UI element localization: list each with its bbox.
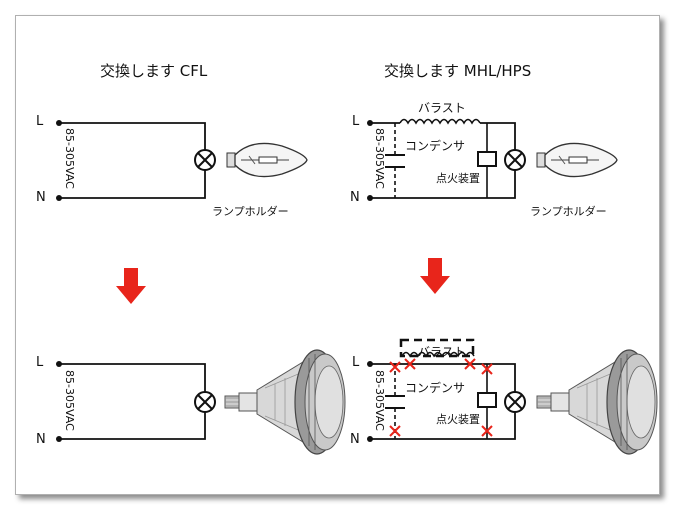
line-label: L bbox=[352, 114, 360, 129]
capacitor-label: コンデンサ bbox=[405, 381, 466, 395]
ignitor-label: 点火装置 bbox=[436, 413, 480, 426]
cfl-replacement-circuit bbox=[56, 349, 346, 455]
down-arrow-right bbox=[420, 258, 450, 294]
lamp-holder-symbol bbox=[194, 149, 216, 171]
voltage-label: 85-305VAC bbox=[373, 128, 386, 189]
cut-mark bbox=[389, 425, 401, 437]
mhl-replacement-circuit bbox=[367, 338, 658, 455]
lamp-holder-label: ランプホルダー bbox=[530, 205, 607, 218]
capacitor-label: コンデンサ bbox=[405, 139, 466, 153]
ballast-bypass-box bbox=[399, 338, 475, 358]
neutral-label: N bbox=[350, 432, 360, 447]
voltage-label: 85-305VAC bbox=[63, 370, 76, 431]
line-label: L bbox=[36, 114, 44, 129]
voltage-label: 85-305VAC bbox=[373, 370, 386, 431]
neutral-label: N bbox=[350, 190, 360, 205]
neutral-label: N bbox=[36, 432, 46, 447]
down-arrow-left bbox=[116, 268, 146, 304]
ignitor-label: 点火装置 bbox=[436, 172, 480, 185]
cfl-bulb-image bbox=[226, 142, 308, 178]
voltage-label: 85-305VAC bbox=[63, 128, 76, 189]
line-label: L bbox=[352, 355, 360, 370]
lamp-holder-label: ランプホルダー bbox=[212, 205, 289, 218]
led-lamp-image-right bbox=[536, 349, 658, 455]
neutral-label: N bbox=[36, 190, 46, 205]
cfl-circuit bbox=[56, 120, 308, 201]
mhl-hps-circuit bbox=[367, 118, 618, 201]
title-mhl-hps: 交換します MHL/HPS bbox=[384, 62, 532, 80]
title-cfl: 交換します CFL bbox=[100, 62, 208, 80]
led-lamp-image-left bbox=[224, 349, 346, 455]
line-label: L bbox=[36, 355, 44, 370]
ballast-coil bbox=[399, 118, 481, 125]
ballast-label: バラスト bbox=[418, 101, 466, 115]
ballast-label: バラスト bbox=[418, 345, 466, 359]
